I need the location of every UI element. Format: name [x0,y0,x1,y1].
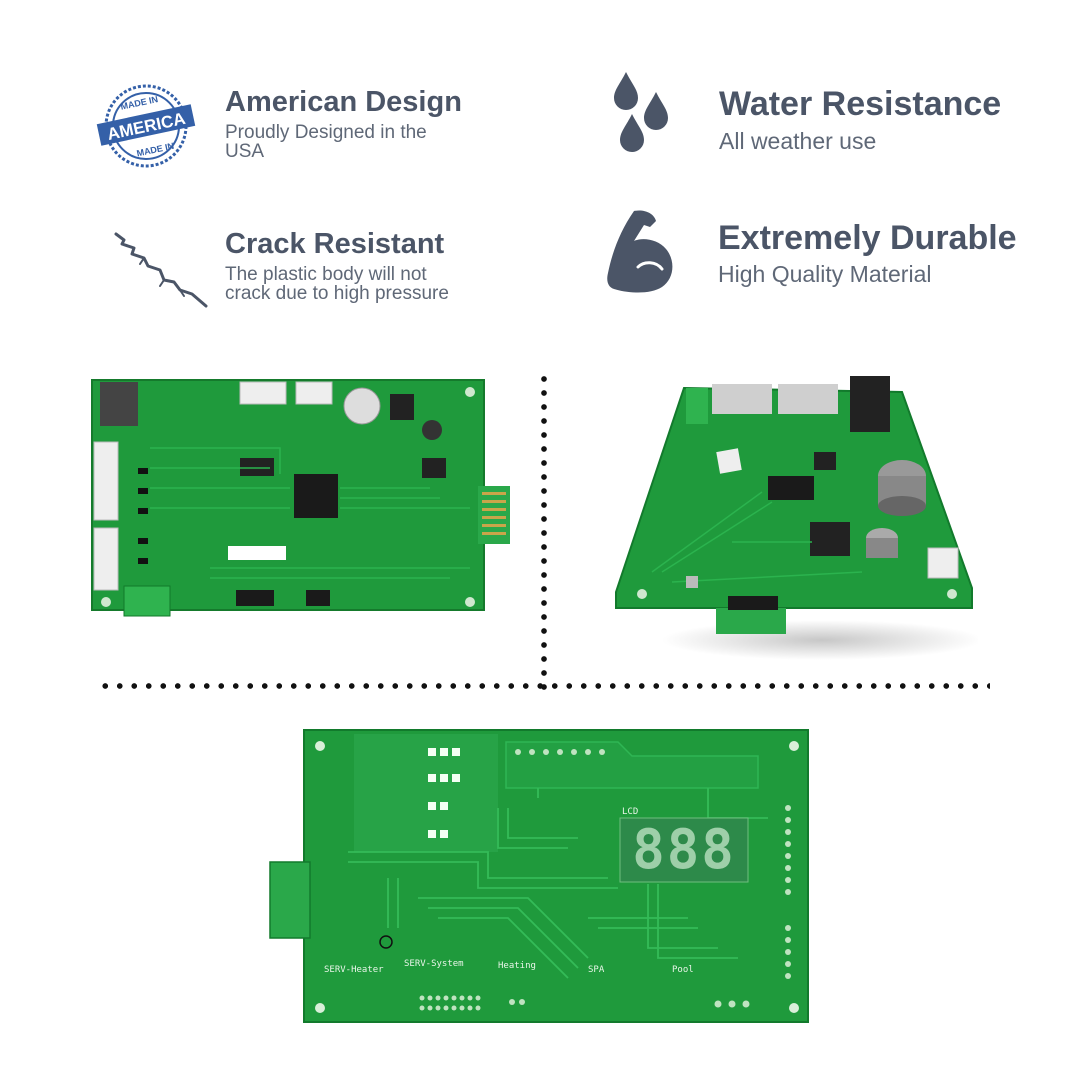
feature-title-water-resistance: Water Resistance [719,85,1002,123]
pcb-angled-photo [612,372,982,664]
feature-subtitle-line: crack due to high pressure [225,283,449,304]
vertical-dotted-divider [541,372,547,690]
crack-icon [110,230,210,310]
flexed-arm-icon [604,207,678,295]
feature-subtitle-american-design: Proudly Designed in the USA [225,123,427,161]
lcd-display-digits: 888 [632,818,736,881]
label-spa: SPA [588,965,605,975]
feature-subtitle-line: All weather use [719,128,877,154]
label-serv-heater: SERV-Heater [324,965,384,975]
feature-subtitle-line: USA [225,141,265,162]
label-pool: Pool [672,965,694,975]
seal-bottom-text: MADE IN [136,141,175,159]
feature-subtitle-water-resistance: All weather use [719,128,876,154]
label-heating: Heating [498,961,536,971]
pcb-back-side: 888 LCD SERV-Heater SERV-System Heating … [268,728,812,1026]
feature-title-american-design: American Design [225,86,462,118]
pcb-front-photo [90,378,512,620]
feature-subtitle-line: Proudly Designed in the [225,122,427,143]
feature-title-crack-resistant: Crack Resistant [225,228,445,260]
seal-top-text: MADE IN [120,94,159,112]
feature-subtitle-extremely-durable: High Quality Material [718,261,931,287]
water-drops-icon [610,70,676,158]
feature-subtitle-crack-resistant: The plastic body will not crack due to h… [225,265,449,303]
feature-subtitle-line: The plastic body will not [225,264,427,285]
feature-subtitle-line: High Quality Material [718,261,932,287]
label-serv-system: SERV-System [404,959,464,969]
made-in-america-seal-icon: AMERICA MADE IN MADE IN [96,82,196,170]
lcd-label: LCD [622,807,638,817]
horizontal-dotted-divider [98,683,990,689]
feature-title-extremely-durable: Extremely Durable [718,219,1017,257]
